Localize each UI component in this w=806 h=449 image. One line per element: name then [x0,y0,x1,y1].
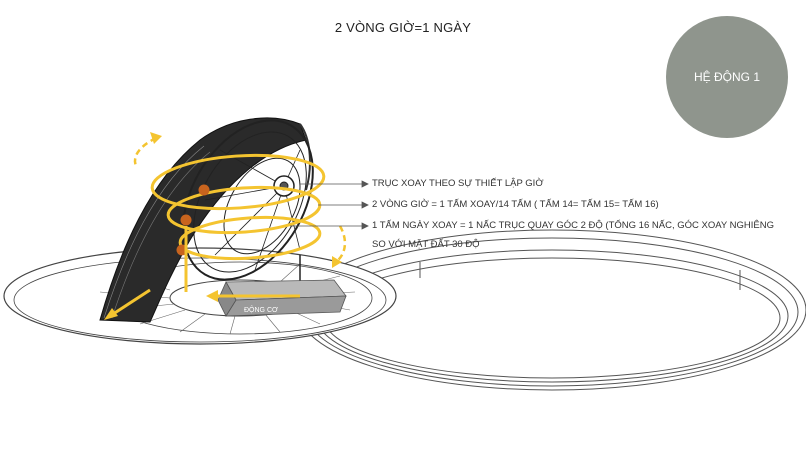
annotation-day-plate-line2: SO VỚI MẶT ĐẤT 30 ĐỘ [372,238,774,251]
annotation-hour-rings: 2 VÒNG GIỜ = 1 TẤM XOAY/14 TẤM ( TẤM 14=… [372,198,659,211]
motor-box: ĐỘNG CƠ [218,280,346,316]
annotation-rotation-axis: TRỤC XOAY THEO SỰ THIẾT LẬP GIỜ [372,177,543,190]
annotation-day-plate-line1: 1 TẤM NGÀY XOAY = 1 NẤC TRỤC QUAY GÓC 2 … [372,220,774,231]
motor-label: ĐỘNG CƠ [244,305,278,314]
annotation-day-plate: 1 TẤM NGÀY XOAY = 1 NẤC TRỤC QUAY GÓC 2 … [372,219,774,251]
